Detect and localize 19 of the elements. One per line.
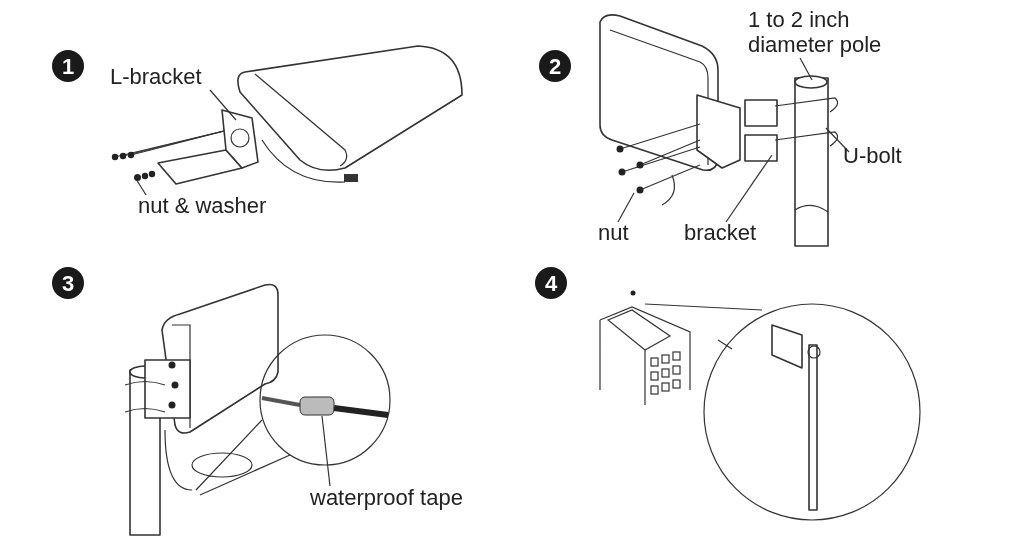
part-label: L-bracket [110, 64, 203, 89]
leader-line [321, 415, 331, 487]
step-number: 1 [52, 50, 84, 82]
leader-line [136, 179, 147, 196]
part-label: 1 to 2 inch diameter pole [748, 7, 883, 57]
leader-line [209, 89, 237, 121]
part-label: nut [598, 220, 630, 245]
step-number: 3 [52, 267, 84, 299]
nut [133, 173, 141, 181]
part-label: nut & washer [138, 193, 268, 218]
part-label: waterproof tape [310, 485, 464, 510]
part-label: U-bolt [843, 143, 903, 168]
leader-line [617, 192, 635, 223]
leader-line [725, 154, 773, 223]
leader-line [825, 127, 850, 153]
step-number: 4 [535, 267, 567, 299]
step-number: 2 [539, 50, 571, 82]
part-label: bracket [684, 220, 758, 245]
leader-line [799, 57, 813, 81]
